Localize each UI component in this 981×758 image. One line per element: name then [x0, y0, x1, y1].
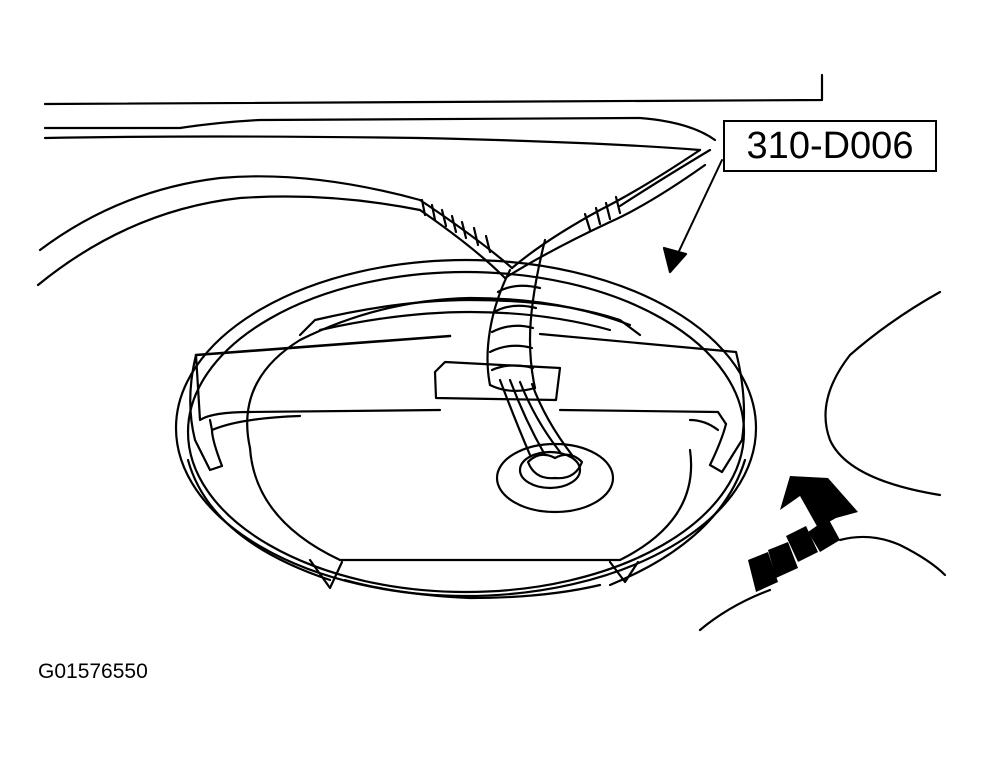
retaining-band	[190, 334, 744, 472]
figure-id: G01576550	[38, 660, 148, 683]
callout-leader	[664, 160, 722, 272]
sender-flange	[247, 298, 691, 598]
callout-label: 310-D006	[746, 125, 914, 167]
ring-tabs	[310, 560, 638, 588]
wire-grommet	[497, 380, 613, 512]
tank-edge-lines	[700, 292, 945, 630]
direction-arrow-icon	[748, 476, 858, 592]
wire-harness	[420, 150, 705, 391]
lock-ring	[176, 260, 756, 596]
floor-panel-lines	[38, 75, 822, 285]
callout-box: 310-D006	[723, 120, 937, 172]
